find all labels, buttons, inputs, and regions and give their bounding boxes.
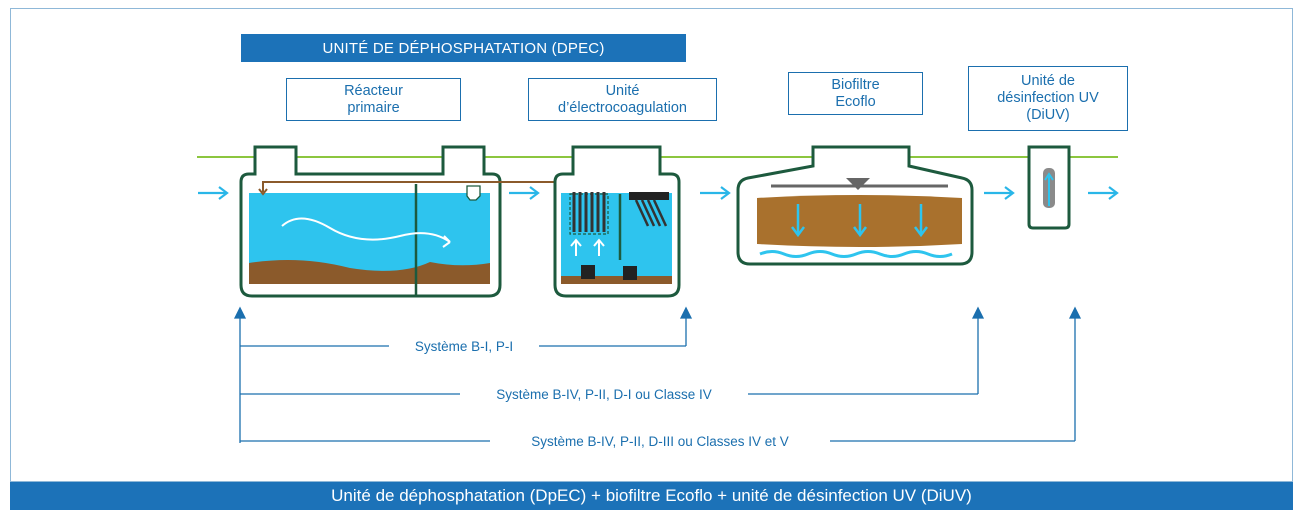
flow-arrows bbox=[198, 186, 1119, 200]
flow-arrow-2 bbox=[700, 186, 731, 200]
uv-unit bbox=[1027, 145, 1071, 230]
label-reacteur-primaire: Réacteur primaire bbox=[286, 78, 461, 121]
system-label-3-text: Système B-IV, P-II, D-III ou Classes IV … bbox=[531, 434, 789, 449]
label-uv: Unité de désinfection UV (DiUV) bbox=[968, 66, 1128, 131]
primary-reactor-tank bbox=[239, 145, 502, 298]
diagram-frame bbox=[10, 8, 1293, 482]
system-label-2: Système B-IV, P-II, D-I ou Classe IV bbox=[460, 385, 748, 403]
system-label-3: Système B-IV, P-II, D-III ou Classes IV … bbox=[490, 432, 830, 450]
flow-arrow-in bbox=[198, 186, 229, 200]
flow-arrow-1 bbox=[509, 186, 540, 200]
biofilter-tank bbox=[736, 145, 974, 266]
system-brackets bbox=[233, 306, 1082, 443]
footer-caption: Unité de déphosphatation (DpEC) + biofil… bbox=[10, 482, 1293, 510]
label-electrocoagulation: Unité d’électrocoagulation bbox=[528, 78, 717, 121]
flow-arrow-3 bbox=[984, 186, 1015, 200]
system-label-1: Système B-I, P-I bbox=[389, 337, 539, 355]
electrocoagulation-tank bbox=[553, 145, 681, 298]
system-label-1-text: Système B-I, P-I bbox=[415, 339, 513, 354]
label-biofiltre: Biofiltre Ecoflo bbox=[788, 72, 923, 115]
dpec-header: UNITÉ DE DÉPHOSPHATATION (DPEC) bbox=[241, 34, 686, 62]
system-label-2-text: Système B-IV, P-II, D-I ou Classe IV bbox=[496, 387, 712, 402]
flow-arrow-out bbox=[1088, 186, 1119, 200]
